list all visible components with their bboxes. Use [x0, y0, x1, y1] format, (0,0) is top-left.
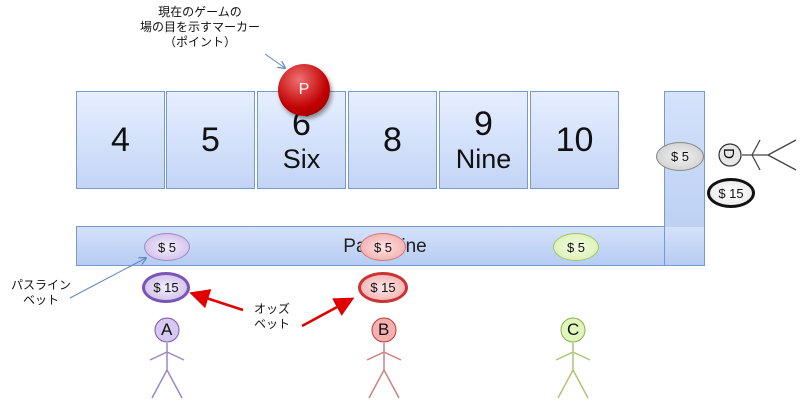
point-word: Nine — [455, 144, 512, 174]
player-b-odds-chip[interactable]: $ 15 — [358, 272, 408, 303]
player-c-head — [560, 317, 586, 343]
player-a-label: A — [161, 320, 173, 339]
player-c-pass-chip[interactable]: $ 5 — [553, 233, 599, 261]
player-d-figure — [742, 139, 797, 171]
pass-line-bet-line1: パスライン — [10, 278, 71, 292]
point-word: Six — [282, 144, 321, 174]
point-box-8[interactable]: 8 — [348, 91, 437, 189]
player-d-label: D — [719, 148, 737, 159]
point-number: 5 — [201, 121, 220, 159]
point-number: 10 — [555, 121, 594, 159]
odds-bet-line1: オッズ — [253, 302, 290, 316]
pass-line-bet-pointer — [69, 258, 146, 299]
player-b-label: B — [378, 320, 390, 339]
puck-note-pointer — [264, 53, 285, 68]
point-number: 9 — [474, 105, 493, 143]
point-box-10[interactable]: 10 — [530, 91, 619, 189]
player-a-odds-chip[interactable]: $ 15 — [142, 272, 190, 303]
player-b-head — [371, 317, 397, 343]
point-box-9[interactable]: 9 Nine — [439, 91, 528, 189]
player-a-head — [154, 317, 180, 343]
player-d-head — [718, 143, 742, 167]
player-b-figure — [366, 343, 402, 399]
point-number: 4 — [111, 121, 130, 159]
pass-line-bet-line2: ベット — [22, 293, 59, 307]
player-d-pass-chip[interactable]: $ 5 — [656, 142, 704, 171]
player-a-pass-chip[interactable]: $ 5 — [144, 233, 190, 261]
player-c-label: C — [567, 320, 580, 339]
puck-note: 現在のゲームの 場の目を示すマーカー （ポイント） — [130, 5, 270, 50]
point-box-5[interactable]: 5 — [166, 91, 255, 189]
puck-note-line3: （ポイント） — [163, 35, 236, 49]
point-puck[interactable]: P — [278, 64, 330, 116]
player-d-odds-chip[interactable]: $ 15 — [707, 178, 755, 208]
puck-note-line1: 現在のゲームの — [158, 5, 242, 19]
odds-arrow-right — [301, 297, 355, 328]
odds-bet-line2: ベット — [253, 317, 290, 331]
point-box-4[interactable]: 4 — [76, 91, 165, 189]
pass-line-bet-note: パスライン ベット — [6, 278, 76, 308]
pass-line-joint — [665, 227, 704, 265]
puck-note-line2: 場の目を示すマーカー — [139, 20, 260, 34]
point-number: 8 — [383, 121, 402, 159]
odds-bet-note: オッズ ベット — [242, 302, 302, 332]
odds-arrow-left — [189, 289, 244, 312]
player-c-figure — [555, 343, 591, 399]
player-a-figure — [149, 343, 185, 399]
player-b-pass-chip[interactable]: $ 5 — [360, 233, 406, 261]
